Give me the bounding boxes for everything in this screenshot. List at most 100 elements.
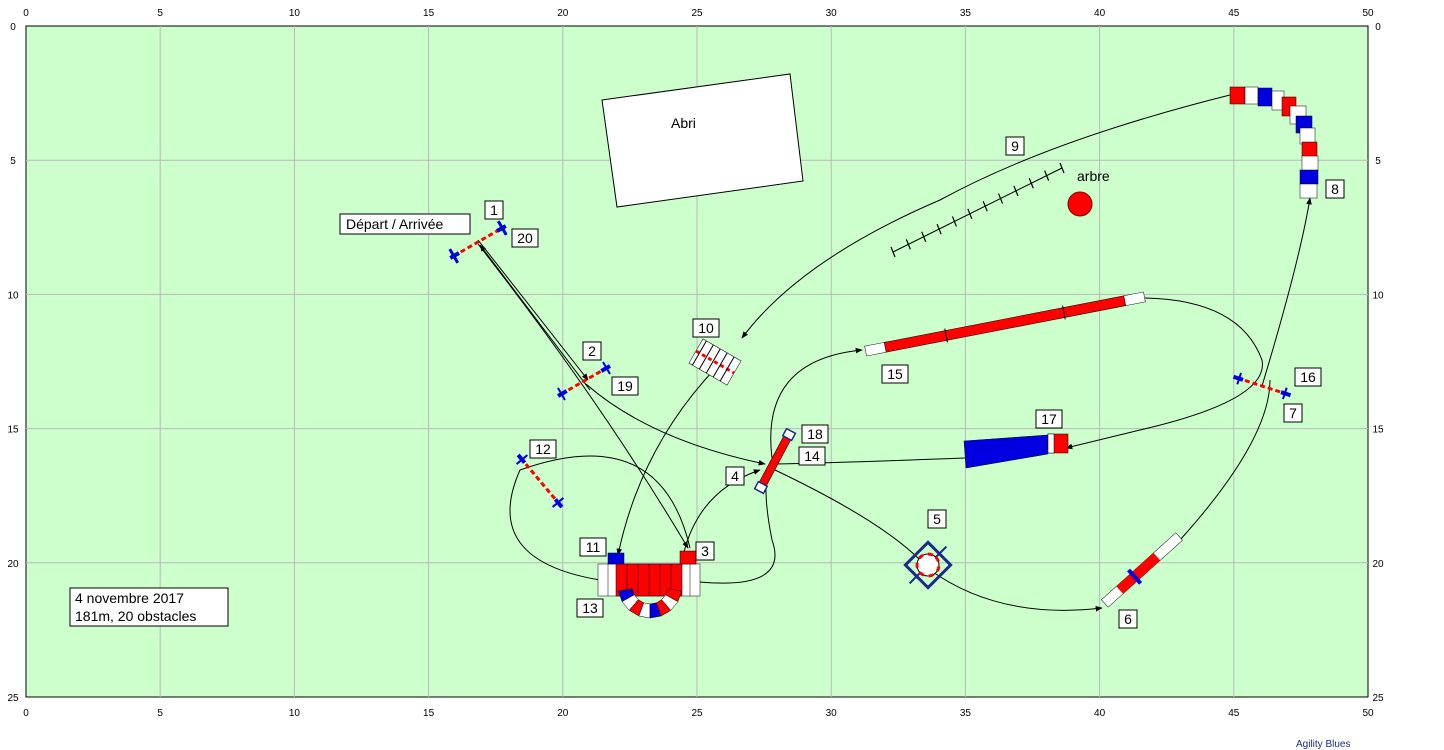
obstacle-number-3: 3 xyxy=(695,541,715,561)
shelter-label: Abri xyxy=(671,115,696,131)
svg-text:8: 8 xyxy=(1331,181,1339,197)
obstacle-number-1: 1 xyxy=(484,200,504,220)
x-tick-bottom: 45 xyxy=(1228,708,1240,719)
x-tick-top: 10 xyxy=(289,8,301,19)
y-tick-left: 20 xyxy=(7,559,19,570)
svg-text:13: 13 xyxy=(582,600,598,616)
jump-obstacle-4 xyxy=(753,427,797,495)
y-tick-left: 25 xyxy=(7,693,19,704)
x-tick-bottom: 5 xyxy=(157,708,163,719)
svg-text:16: 16 xyxy=(1300,369,1316,385)
x-tick-bottom: 10 xyxy=(289,708,301,719)
x-tick-bottom: 20 xyxy=(557,708,569,719)
obstacle-number-13: 13 xyxy=(576,598,604,618)
y-tick-left: 5 xyxy=(10,156,16,167)
jump-obstacle-1 xyxy=(448,220,508,264)
obstacle-number-20: 20 xyxy=(511,228,539,248)
course-summary: 181m, 20 obstacles xyxy=(75,608,196,624)
svg-text:2: 2 xyxy=(588,343,596,359)
obstacle-number-5: 5 xyxy=(927,509,947,529)
tree-label: arbre xyxy=(1077,168,1110,184)
svg-text:6: 6 xyxy=(1124,611,1132,627)
aframe-obstacle-13 xyxy=(597,550,701,619)
x-tick-bottom: 0 xyxy=(23,708,29,719)
x-tick-bottom: 30 xyxy=(826,708,838,719)
x-tick-bottom: 50 xyxy=(1362,708,1374,719)
jump-obstacle-2 xyxy=(557,361,611,401)
obstacle-number-4: 4 xyxy=(725,466,745,486)
obstacle-number-17: 17 xyxy=(1035,409,1063,429)
svg-text:14: 14 xyxy=(804,448,820,464)
y-tick-left: 0 xyxy=(10,22,16,33)
course-path xyxy=(477,94,1312,612)
start-finish-label: Départ / Arrivée xyxy=(346,216,443,232)
jump-obstacle-12 xyxy=(515,453,565,509)
obstacle-number-12: 12 xyxy=(529,439,557,459)
svg-text:12: 12 xyxy=(535,441,551,457)
obstacle-number-6: 6 xyxy=(1118,609,1138,629)
y-tick-right: 0 xyxy=(1375,22,1381,33)
info-box: 4 novembre 2017 181m, 20 obstacles xyxy=(69,587,229,627)
obstacle-number-15: 15 xyxy=(881,364,909,384)
obstacle-number-8: 8 xyxy=(1325,179,1345,199)
svg-text:10: 10 xyxy=(698,320,714,336)
obstacle-number-19: 19 xyxy=(611,376,639,396)
svg-text:7: 7 xyxy=(1289,405,1297,421)
x-tick-top: 20 xyxy=(557,8,569,19)
obstacle-number-9: 9 xyxy=(1005,136,1025,156)
chute-obstacle-17 xyxy=(963,433,1069,469)
x-tick-bottom: 35 xyxy=(960,708,972,719)
x-tick-bottom: 40 xyxy=(1094,708,1106,719)
obstacle-number-16: 16 xyxy=(1294,367,1322,387)
x-tick-top: 45 xyxy=(1228,8,1240,19)
y-tick-right: 15 xyxy=(1372,425,1384,436)
dogwalk-obstacle-15 xyxy=(864,291,1146,357)
y-tick-left: 10 xyxy=(7,290,19,301)
jump-obstacle-6 xyxy=(1101,532,1183,608)
x-tick-top: 30 xyxy=(826,8,838,19)
x-tick-bottom: 15 xyxy=(423,708,435,719)
svg-text:17: 17 xyxy=(1041,411,1057,427)
x-tick-top: 15 xyxy=(423,8,435,19)
start-finish-box: Départ / Arrivée xyxy=(339,213,471,235)
tunnel-obstacle-8 xyxy=(1229,86,1319,199)
y-tick-left: 15 xyxy=(7,425,19,436)
x-tick-bottom: 25 xyxy=(691,708,703,719)
x-tick-top: 40 xyxy=(1094,8,1106,19)
svg-text:9: 9 xyxy=(1011,138,1019,154)
obstacle-number-14: 14 xyxy=(798,446,826,466)
y-tick-right: 20 xyxy=(1372,559,1384,570)
x-tick-top: 35 xyxy=(960,8,972,19)
svg-text:19: 19 xyxy=(617,378,633,394)
x-tick-top: 50 xyxy=(1362,8,1374,19)
obstacle-number-11: 11 xyxy=(579,537,607,557)
obstacle-number-7: 7 xyxy=(1283,403,1303,423)
svg-text:11: 11 xyxy=(586,539,601,555)
obstacle-number-10: 10 xyxy=(692,318,720,338)
svg-text:15: 15 xyxy=(887,366,903,382)
svg-text:5: 5 xyxy=(933,511,941,527)
svg-text:3: 3 xyxy=(701,543,709,559)
svg-text:1: 1 xyxy=(490,202,498,218)
tire-obstacle-5 xyxy=(903,540,953,590)
shelter: Abri xyxy=(601,73,804,208)
y-tick-right: 25 xyxy=(1372,693,1384,704)
weave-poles-9 xyxy=(890,162,1065,258)
svg-text:20: 20 xyxy=(517,230,533,246)
course-date: 4 novembre 2017 xyxy=(75,590,184,606)
tree: arbre xyxy=(1067,168,1110,217)
x-tick-top: 0 xyxy=(23,8,29,19)
svg-text:18: 18 xyxy=(807,426,823,442)
y-tick-right: 10 xyxy=(1372,290,1384,301)
credit-label: Agility Blues xyxy=(1296,739,1350,750)
svg-text:4: 4 xyxy=(731,468,739,484)
obstacle-number-18: 18 xyxy=(801,424,829,444)
weave-obstacle-10 xyxy=(688,338,742,386)
jump-obstacle-7 xyxy=(1232,372,1292,400)
obstacles xyxy=(448,86,1319,619)
y-tick-right: 5 xyxy=(1375,156,1381,167)
